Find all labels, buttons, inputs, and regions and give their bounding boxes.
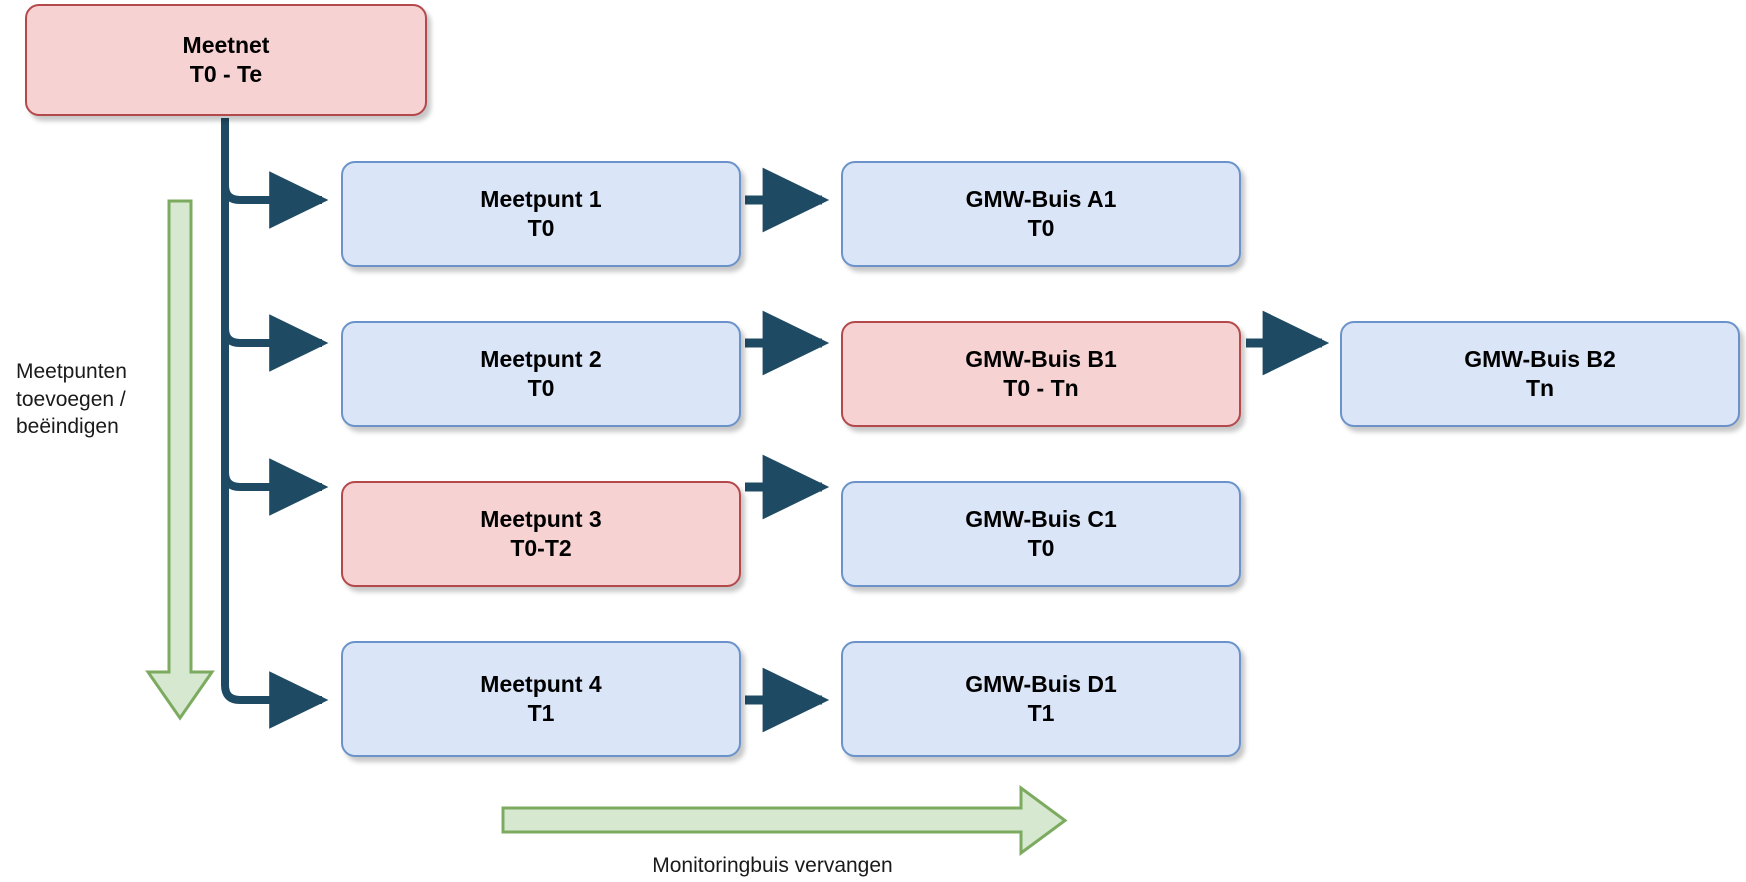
connector-meetnet-to-meetpunt3	[221, 458, 329, 516]
node-buis-c1-period: T0	[1027, 535, 1055, 561]
node-meetpunt2[interactable]: Meetpunt 2 T0	[341, 321, 741, 427]
meetnet-branch-connectors	[221, 118, 329, 729]
node-meetpunt1-name: Meetpunt 1	[480, 185, 602, 212]
horizontal-arrow-label: Monitoringbuis vervangen	[652, 854, 893, 877]
node-meetpunt2-period: T0	[527, 375, 555, 401]
node-meetnet-period: T0 - Te	[189, 61, 263, 87]
node-buis-b1[interactable]: GMW-Buis B1 T0 - Tn	[841, 321, 1241, 427]
node-buis-b2[interactable]: GMW-Buis B2 Tn	[1340, 321, 1740, 427]
node-buis-b2-period: Tn	[1525, 375, 1555, 401]
vertical-arrow-label: Meetpunten toevoegen / beëindigen	[16, 360, 127, 439]
node-meetpunt3-name: Meetpunt 3	[480, 505, 602, 532]
node-buis-b1-period: T0 - Tn	[1003, 375, 1079, 401]
node-meetnet[interactable]: Meetnet T0 - Te	[25, 4, 427, 116]
node-buis-d1[interactable]: GMW-Buis D1 T1	[841, 641, 1241, 757]
node-buis-b2-name: GMW-Buis B2	[1464, 345, 1616, 372]
row-connectors	[745, 167, 1330, 733]
node-meetpunt3-period: T0-T2	[510, 535, 572, 561]
horizontal-green-arrow	[501, 785, 1068, 856]
node-meetpunt2-name: Meetpunt 2	[480, 345, 602, 372]
node-meetpunt4-period: T1	[527, 700, 555, 726]
node-meetpunt1[interactable]: Meetpunt 1 T0	[341, 161, 741, 267]
connector-meetnet-to-meetpunt4	[221, 118, 329, 729]
node-meetpunt3[interactable]: Meetpunt 3 T0-T2	[341, 481, 741, 587]
node-buis-a1[interactable]: GMW-Buis A1 T0	[841, 161, 1241, 267]
node-buis-d1-name: GMW-Buis D1	[965, 670, 1117, 697]
vertical-green-arrow	[145, 199, 215, 721]
node-buis-d1-period: T1	[1027, 700, 1055, 726]
node-meetpunt1-period: T0	[527, 215, 555, 241]
connector-meetnet-to-meetpunt1	[221, 171, 329, 229]
node-buis-c1-name: GMW-Buis C1	[965, 505, 1117, 532]
node-buis-c1[interactable]: GMW-Buis C1 T0	[841, 481, 1241, 587]
node-buis-a1-period: T0	[1027, 215, 1055, 241]
node-buis-a1-name: GMW-Buis A1	[965, 185, 1117, 212]
node-meetpunt4-name: Meetpunt 4	[480, 670, 602, 697]
node-buis-b1-name: GMW-Buis B1	[965, 345, 1117, 372]
node-meetpunt4[interactable]: Meetpunt 4 T1	[341, 641, 741, 757]
node-meetnet-name: Meetnet	[182, 31, 270, 58]
connector-meetnet-to-meetpunt2	[221, 314, 329, 372]
